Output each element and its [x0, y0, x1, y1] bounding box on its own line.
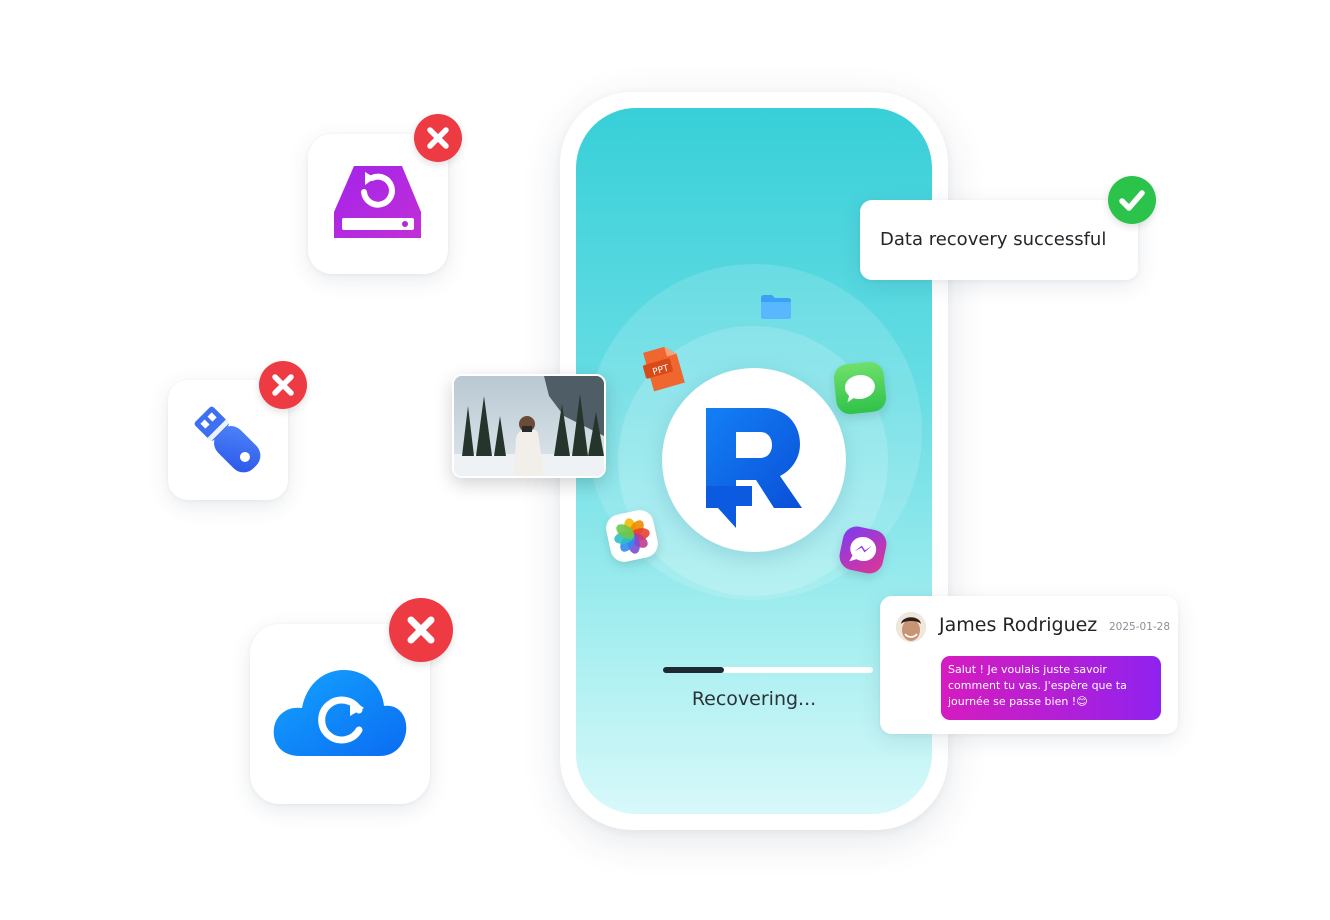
- error-badge-usb: [259, 361, 307, 409]
- recovering-label: Recovering...: [691, 688, 817, 710]
- error-badge-drive: [414, 114, 462, 162]
- messages-app-icon: [832, 360, 888, 416]
- chat-message-card: James Rodriguez 2025-01-28 Salut ! Je vo…: [880, 596, 1178, 734]
- r-logo-icon: [706, 408, 802, 528]
- forest-photo-image: [454, 376, 604, 476]
- drive-backup-icon: [334, 166, 421, 238]
- success-notification: Data recovery successful: [860, 200, 1138, 280]
- cloud-sync-card[interactable]: [250, 624, 430, 804]
- photo-thumbnail: [452, 374, 606, 478]
- chat-bubble-icon: [844, 374, 875, 403]
- chat-sender-name: James Rodriguez: [939, 614, 1098, 636]
- avatar-face-image: [896, 612, 926, 642]
- app-logo-circle: [662, 368, 846, 552]
- messenger-icon: [849, 536, 877, 562]
- cloud-sync-icon: [273, 670, 407, 756]
- chat-date: 2025-01-28: [1109, 621, 1171, 633]
- photos-app-icon: [603, 507, 661, 565]
- chat-bubble: Salut ! Je voulais juste savoir comment …: [941, 656, 1161, 720]
- messenger-app-icon: [836, 523, 890, 577]
- recovery-progress-fill: [663, 667, 724, 673]
- avatar: [896, 612, 926, 642]
- close-icon: [407, 616, 435, 644]
- ppt-file-icon: PPT: [643, 346, 685, 392]
- phone-screen: PPT: [576, 108, 932, 814]
- photos-flower-icon: [614, 518, 650, 554]
- folder-icon: [761, 295, 791, 319]
- usb-drive-icon: [194, 406, 261, 473]
- close-icon: [427, 127, 449, 149]
- success-label: Data recovery successful: [880, 229, 1107, 250]
- success-badge: [1108, 176, 1156, 224]
- recovery-progress-bar: [663, 667, 873, 673]
- error-badge-cloud: [389, 598, 453, 662]
- ppt-label: PPT: [652, 364, 671, 378]
- close-icon: [272, 374, 294, 396]
- check-icon: [1119, 190, 1145, 211]
